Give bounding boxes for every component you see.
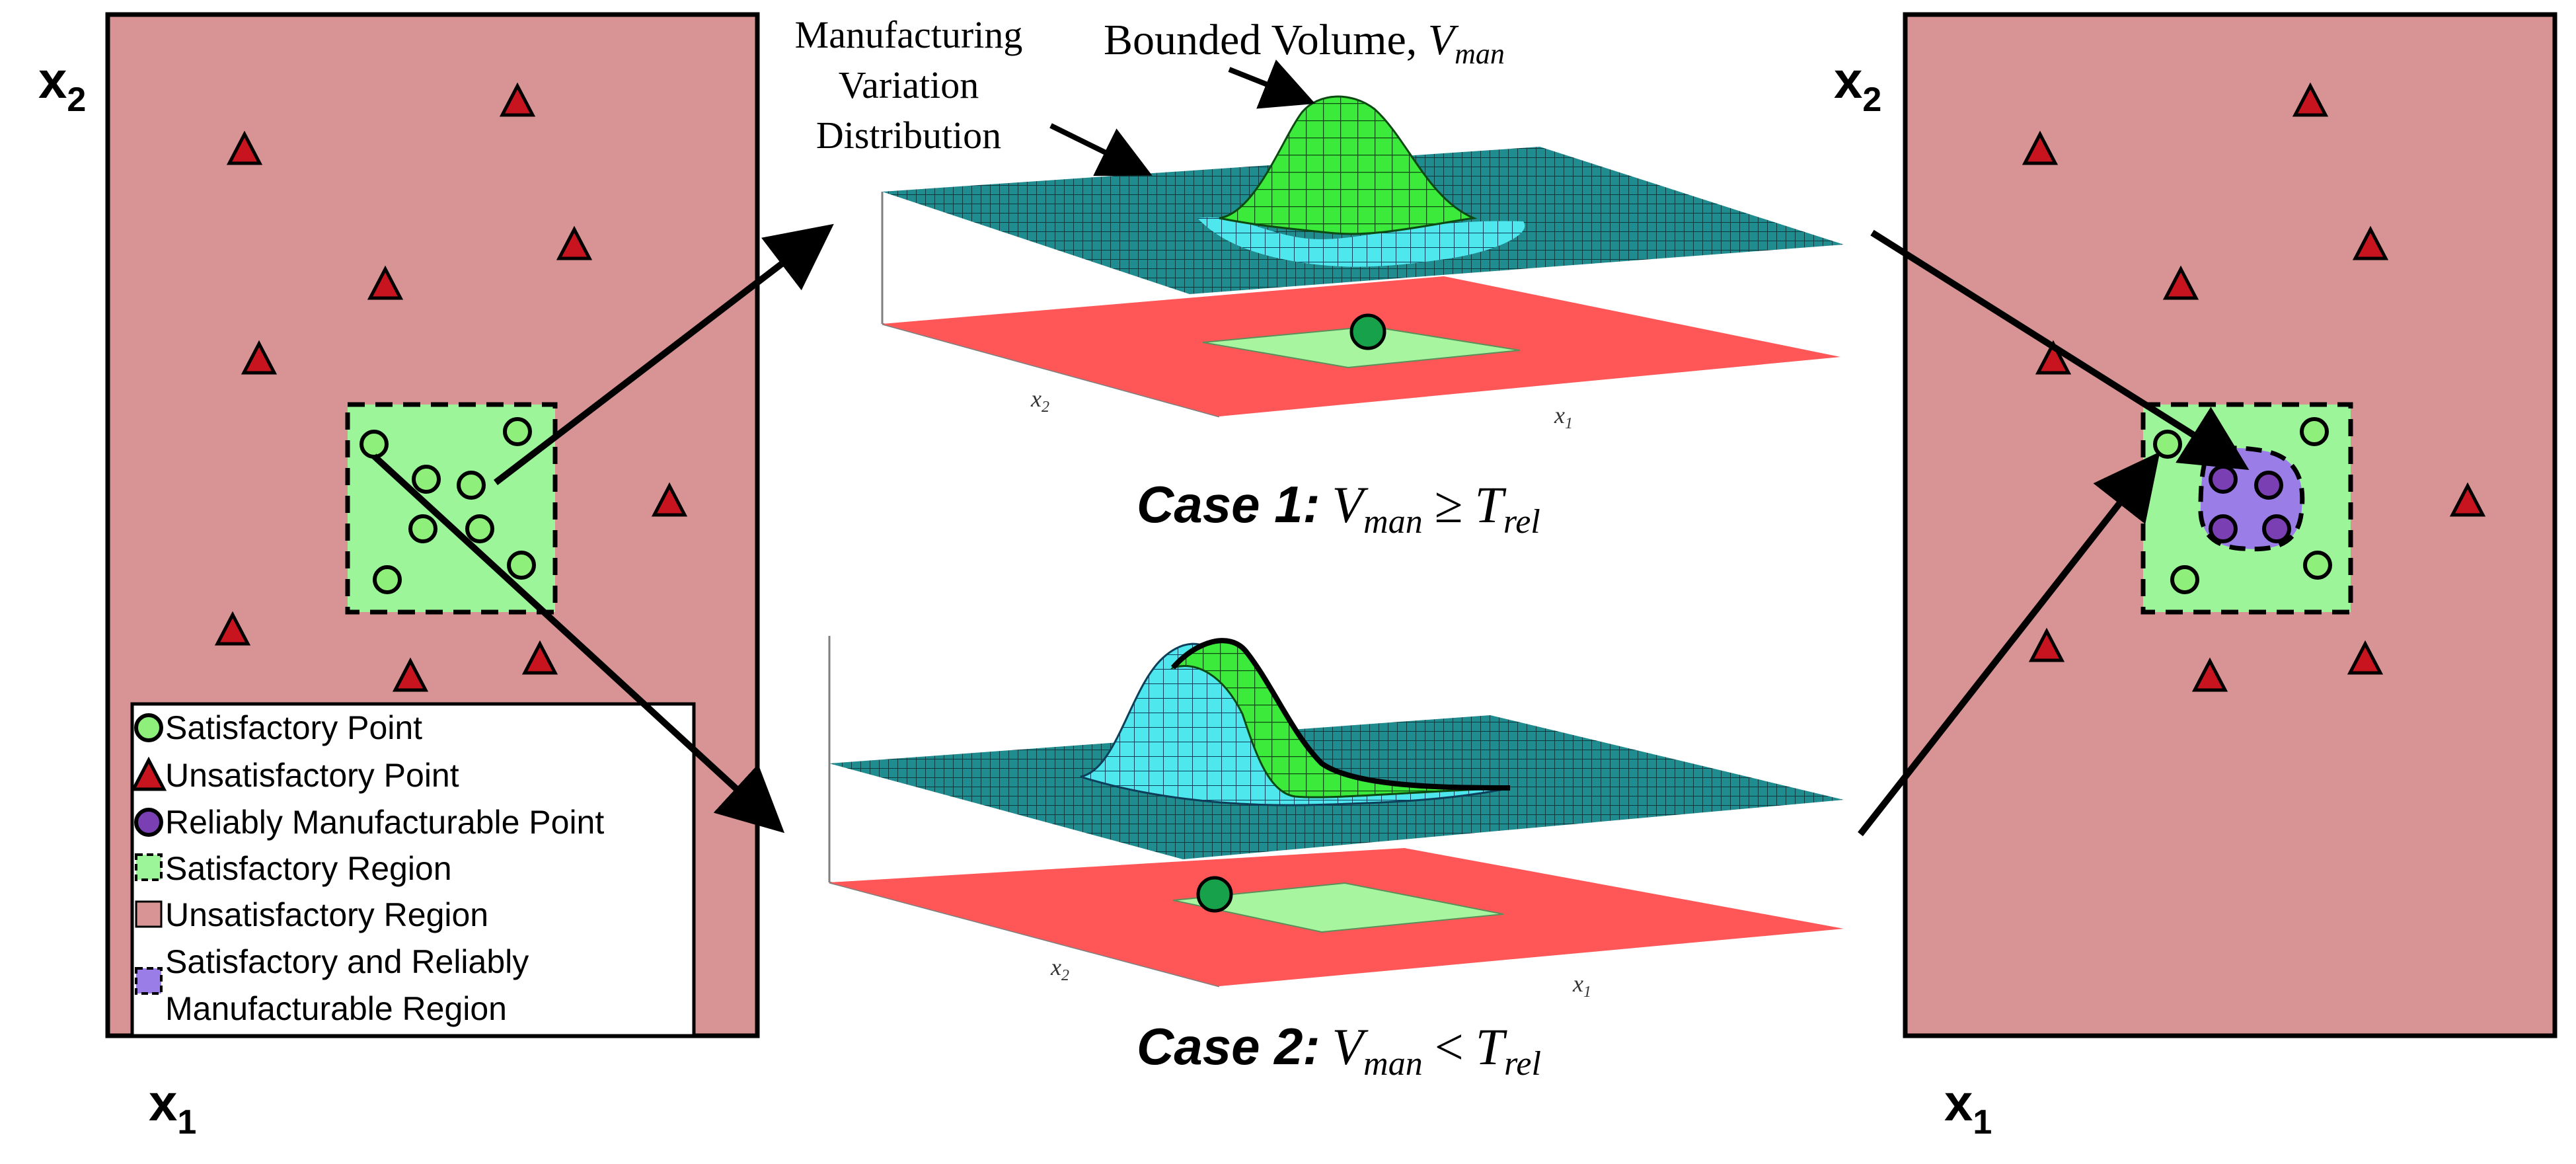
green-circle-icon [134,713,163,742]
green-circle-icon [457,471,486,500]
red-triangle-icon [2191,657,2228,692]
case2-to-right-arrow [1858,451,2160,837]
green-circle-icon [465,514,494,543]
red-triangle-icon [2022,130,2059,165]
reliable-points [2209,465,2291,543]
legend-box [130,702,696,1038]
right-panel: x2 x1 [1834,12,2557,1142]
variation-label-line1: Manufacturing [795,13,1023,56]
pink-square-icon [135,900,163,928]
red-triangle-icon [2028,627,2065,662]
satisfactory-points [2153,417,2332,594]
red-triangle-icon [2035,340,2072,375]
legend-reliable-point: Reliably Manufacturable Point [165,804,604,841]
legend-reliable-region-line2: Manufacturable Region [165,990,507,1027]
unsatisfactory-points [2022,82,2486,692]
red-triangle-icon [521,640,558,675]
purple-square-icon [135,967,163,995]
green-circle-icon [360,430,389,459]
bounded-volume-label: Bounded Volume, Vman [1104,16,1505,70]
legend-unsatisfactory-region: Unsatisfactory Region [165,896,488,933]
red-triangle-icon [2162,265,2199,300]
left-x-axis-label: x1 [149,1073,196,1142]
red-triangle-icon [2347,640,2384,675]
purple-circle-icon [134,808,163,837]
case2-x1-axis-label: x1 [1572,970,1591,1001]
bounded-volume-pointer-arrow [1228,59,1316,109]
case1-x2-axis-label: x2 [1030,385,1049,416]
annotations: Manufacturing Variation Distribution Bou… [795,13,1541,1083]
design-point-marker [1196,876,1233,913]
purple-circle-icon [2262,514,2291,543]
green-circle-icon [507,551,536,580]
variation-label-line3: Distribution [816,114,1001,157]
bounded-volume-shadow [1197,217,1525,267]
right-x-axis-label: x1 [1944,1073,1992,1142]
purple-circle-icon [2254,471,2283,500]
case1-title: Case 1:Vman≥Trel [1137,475,1540,541]
red-triangle-icon [214,611,251,646]
green-square-icon [135,853,163,881]
variation-pointer-arrow [1049,123,1153,176]
legend-satisfactory-point: Satisfactory Point [165,709,422,746]
unsatisfactory-region [1903,12,2557,1038]
red-triangle-icon [241,340,278,375]
peak-ridge-line [1170,638,1511,791]
green-base-region [1172,882,1504,933]
legend-unsatisfactory-point: Unsatisfactory Point [165,757,459,794]
left-y-axis-label: x2 [38,51,86,119]
left-panel: Satisfactory Point Unsatisfactory Point … [38,12,760,1142]
red-triangle-icon [556,225,593,260]
green-circle-icon [2153,430,2182,459]
bounded-volume-peak [1219,95,1478,235]
case2-surface-plot: x2 x1 [828,636,1844,1001]
legend-satisfactory-region: Satisfactory Region [165,850,452,887]
legend-reliable-region-line1: Satisfactory and Reliably [165,943,529,980]
case1-x1-axis-label: x1 [1554,402,1573,432]
purple-circle-icon [2209,514,2238,543]
green-circle-icon [373,565,402,594]
red-triangle-icon [130,756,167,791]
purple-circle-icon [2209,465,2238,494]
right-y-axis-label: x2 [1834,51,1881,119]
red-triangle-icon [651,482,688,517]
green-circle-icon [503,417,532,446]
red-triangle-icon [226,130,263,165]
case1-surface-plot: x2 x1 [881,95,1844,432]
green-circle-icon [2170,565,2199,594]
to-case1-arrow [493,223,834,485]
green-circle-icon [408,514,437,543]
green-circle-icon [2300,417,2329,446]
green-circle-icon [412,465,441,494]
variation-label-line2: Variation [839,63,979,106]
red-triangle-icon [2449,482,2486,517]
design-point-marker [1349,313,1386,350]
case2-title: Case 2:Vman<Trel [1137,1017,1541,1083]
red-triangle-icon [392,657,429,692]
case1-to-right-arrow [1870,229,2250,470]
red-triangle-icon [367,265,404,300]
unsatisfactory-points [214,82,688,692]
to-case2-arrow [371,453,785,834]
red-triangle-icon [2292,82,2329,117]
green-circle-icon [2303,551,2332,580]
case2-x2-axis-label: x2 [1050,954,1069,984]
connector-arrows [371,223,2250,837]
red-triangle-icon [499,82,536,117]
red-triangle-icon [2352,225,2389,260]
legend: Satisfactory Point Unsatisfactory Point … [130,702,696,1038]
